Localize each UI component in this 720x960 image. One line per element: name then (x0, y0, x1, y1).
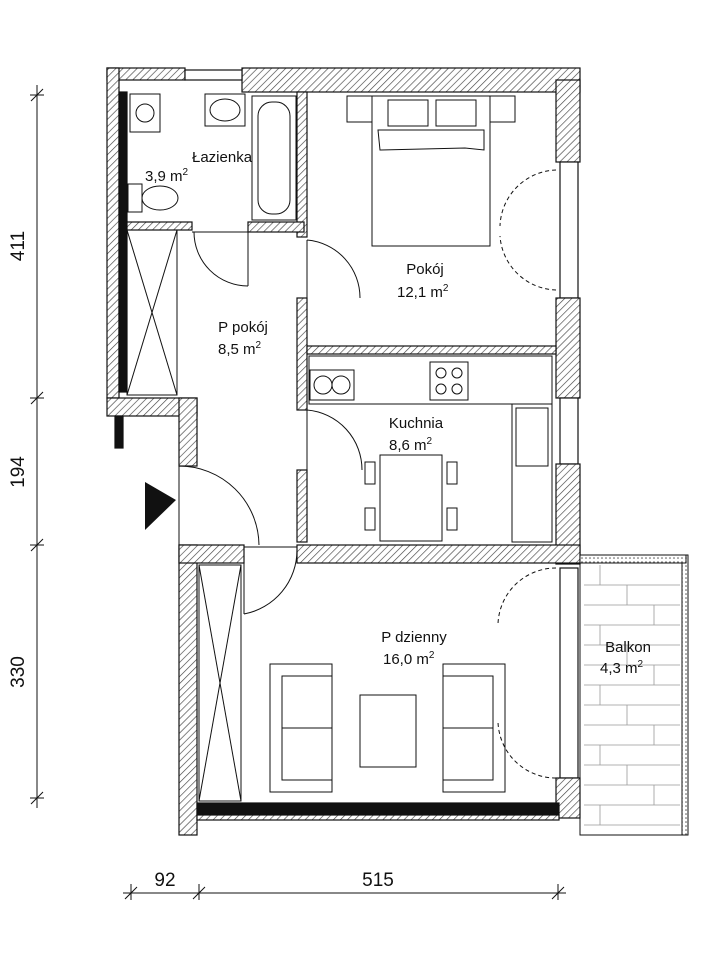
wall-kitchen-left-low (296, 469, 308, 543)
window-right-1 (559, 161, 579, 299)
entry-arrow-icon (145, 482, 176, 530)
room-area-kuchnia: 8,6 m2 (389, 436, 433, 454)
dimensions-horizontal (123, 884, 566, 900)
wall-bath-bottom (247, 221, 305, 233)
balcony-boards (584, 565, 680, 826)
wall-kitchen-bottom (296, 544, 581, 564)
nightstand-left (346, 95, 373, 123)
chair-4 (446, 507, 458, 531)
nightstand-right (489, 95, 516, 123)
door-living (243, 546, 298, 615)
wall-bedroom-left-low (296, 297, 308, 411)
doors (178, 169, 557, 779)
balcony (579, 554, 689, 836)
chair-1 (364, 461, 376, 485)
coffee-table (359, 694, 417, 768)
entry-pier-block (114, 415, 124, 449)
wall-top (241, 67, 581, 93)
wardrobe-hall (126, 229, 178, 396)
dim-vertical-194: 194 (8, 456, 29, 488)
door-kitchen (306, 409, 363, 471)
dim-vertical-330: 330 (8, 656, 29, 688)
dim-horizontal-515: 515 (362, 870, 394, 891)
chair-2 (364, 507, 376, 531)
dining-table (379, 454, 443, 542)
door-bedroom (306, 239, 361, 299)
wall-bath-bottom-left (126, 221, 193, 231)
room-area-lazienka: 3,9 m2 (145, 167, 189, 185)
toilet-tank (127, 183, 143, 213)
balcony-slab (579, 554, 687, 836)
wall-bottom (196, 802, 560, 816)
room-area-balkon: 4,3 m2 (600, 659, 644, 677)
cooktop (429, 361, 469, 401)
wall-right-mid (555, 297, 581, 399)
wall-left-lower-top (178, 544, 245, 564)
room-name-lazienka: Łazienka (192, 149, 253, 166)
door-bathroom (192, 231, 249, 287)
window-right-3 (559, 567, 579, 779)
room-area-pokoj: 12,1 m2 (397, 283, 449, 301)
wall-right-bottom (555, 777, 581, 819)
wall-left-shaft (118, 91, 128, 393)
room-labels: Łazienka 3,9 m2 Pokój 12,1 m2 P pokój 8,… (145, 149, 651, 677)
bedroom-furniture (346, 95, 516, 247)
walls (106, 67, 581, 836)
room-name-kuchnia: Kuchnia (389, 415, 444, 432)
wall-left-upper (106, 67, 120, 399)
wall-left-lower (178, 544, 198, 836)
dimensions-vertical (30, 85, 44, 808)
room-name-ppokoj: P pokój (218, 319, 268, 336)
room-area-pdzienny: 16,0 m2 (383, 650, 435, 668)
chair-3 (446, 461, 458, 485)
wall-right-upper (555, 79, 581, 163)
kitchen-furniture (308, 355, 553, 543)
wardrobes (126, 229, 242, 802)
window-top (184, 69, 243, 81)
room-name-pdzienny: P dzienny (381, 629, 447, 646)
door-entry (178, 465, 260, 546)
wall-bath-right (296, 91, 308, 238)
window-right-2 (559, 397, 579, 465)
door-balcony (497, 567, 557, 779)
room-name-pokoj: Pokój (406, 261, 444, 278)
wall-bottom-hatch (196, 814, 560, 821)
dim-vertical-411: 411 (8, 231, 29, 261)
living-furniture (269, 663, 506, 793)
room-area-ppokoj: 8,5 m2 (218, 340, 262, 358)
toilet (141, 185, 179, 211)
wall-bedroom-bottom (306, 345, 557, 355)
wardrobe-living (198, 564, 242, 802)
fridge (515, 407, 549, 467)
bathroom-fixtures (127, 93, 297, 221)
door-bedroom-window (499, 169, 557, 291)
dim-horizontal-92: 92 (154, 870, 175, 891)
room-name-balkon: Balkon (605, 639, 651, 656)
wall-entry-pier (178, 397, 198, 467)
